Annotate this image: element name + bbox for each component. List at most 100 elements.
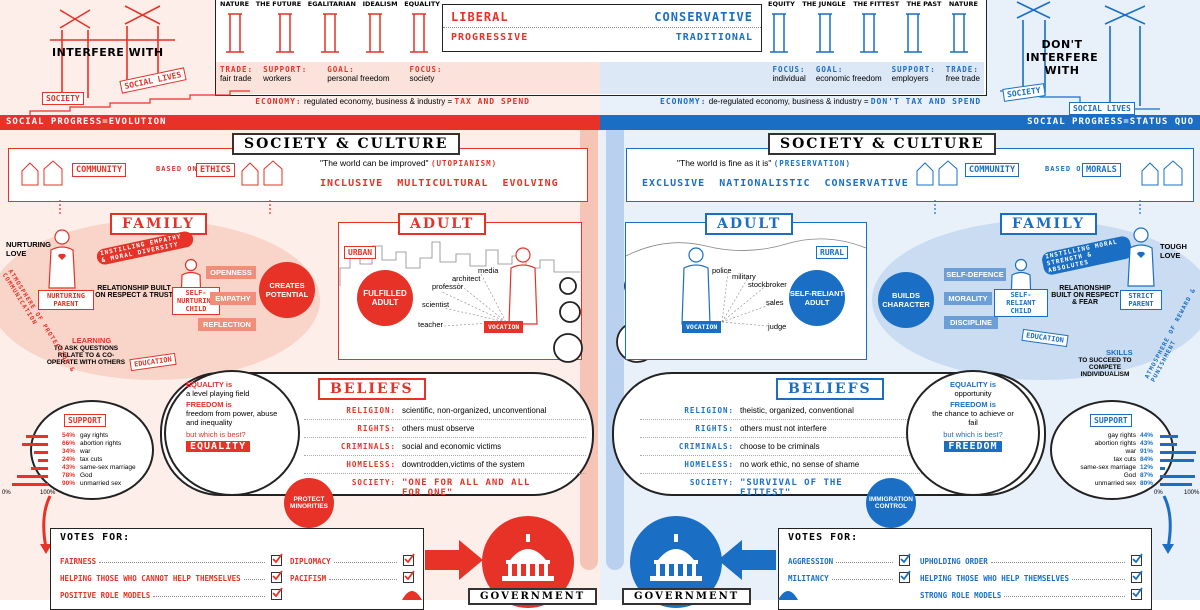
discipline-label: DISCIPLINE (949, 318, 993, 327)
vote-row: FAIRNESS (60, 549, 283, 566)
votes-right-col1: AGGRESSION MILITANCY (788, 549, 911, 583)
support-pct: 43% (62, 464, 76, 471)
support-label: gay rights (1107, 432, 1136, 439)
pillar-label: IDEALISM (362, 0, 398, 8)
spec-value: society (409, 74, 435, 83)
protect-minorities-label: PROTECT MINORITIES (290, 496, 328, 510)
spec-value: economic freedom (815, 74, 882, 83)
axis-min: 0% (2, 490, 11, 496)
right-culture-words: EXCLUSIVE NATIONALISTIC CONSERVATIVE (642, 178, 909, 189)
support-label: same-sex marriage (80, 464, 136, 471)
builds-character-label: BUILDS CHARACTER (882, 291, 930, 309)
pillar-label: THE JUNGLE (802, 0, 846, 8)
nurturing-love: NURTURING LOVE (6, 240, 51, 258)
left-specs: TRADE:fair trade SUPPORT:workers GOAL:pe… (220, 65, 600, 91)
economy-right: ECONOMY: de-regulated economy, business … (660, 97, 1020, 106)
check-icon (272, 570, 283, 581)
spec-support: SUPPORT:workers (263, 65, 307, 91)
quote-text: "The world can be improved" (320, 158, 429, 168)
support-bar (1160, 451, 1196, 454)
urban-chip: URBAN (344, 246, 377, 259)
vote-row: POSITIVE ROLE MODELS (60, 583, 283, 600)
support-row: 91%war (1040, 448, 1200, 456)
equality-bubble-left (164, 370, 300, 496)
society-right-title: SOCIETY & CULTURE (768, 133, 997, 155)
vote-row: PACIFISM (290, 566, 415, 583)
check-icon (272, 553, 283, 564)
self-reliant-child-chip: SELF-RELIANT CHILD (994, 289, 1048, 317)
support-label: unmarried sex (80, 480, 122, 487)
support-row: 78%God (0, 472, 160, 480)
support-label: tax cuts (1113, 456, 1136, 463)
right-houses-icon (916, 160, 958, 186)
job-police: police (712, 266, 732, 275)
spec-trade: TRADE:free trade (946, 65, 980, 91)
reflection-label: REFLECTION (203, 320, 251, 329)
belief-value: choose to be criminals (740, 442, 820, 451)
axis-max: 100% (1184, 490, 1200, 496)
belief-row: RELIGION:scientific, non-organized, unco… (304, 402, 586, 420)
support-bar (1160, 459, 1194, 462)
checkbox-checked[interactable] (403, 553, 415, 566)
vote-row: STRONG ROLE MODELS (920, 583, 1143, 600)
freedom-def: freedom from power, abuse and inequality (186, 409, 278, 427)
support-pct: 24% (62, 456, 76, 463)
checkbox-checked[interactable] (1131, 570, 1143, 583)
support-bar (12, 483, 48, 486)
belief-key: HOMELESS: (684, 460, 734, 469)
votes-left-col2: DIPLOMACY PACIFISM (290, 549, 415, 583)
equality-def: a level playing field (186, 389, 250, 398)
support-bar (1160, 443, 1177, 446)
which-best: but which is best? (186, 430, 246, 439)
checkbox-checked[interactable] (271, 570, 283, 583)
equality-title: EQUALITY is (949, 380, 997, 389)
checkbox-checked[interactable] (271, 587, 283, 600)
right-government-arrow (718, 540, 776, 580)
left-jobs-rays (441, 271, 507, 327)
support-label: war (1125, 448, 1136, 455)
checkbox-checked[interactable] (899, 570, 911, 583)
belief-society-value: "ONE FOR ALL AND ALL FOR ONE" (402, 478, 531, 498)
support-label: God (1123, 472, 1136, 479)
support-label: abortion rights (80, 440, 122, 447)
pillar-label: EQUITY (768, 0, 795, 8)
support-row: 54%gay rights (0, 432, 160, 440)
support-label: war (80, 448, 91, 455)
economy-key: ECONOMY: (255, 97, 302, 106)
vote-row: MILITANCY (788, 566, 911, 583)
vote-label: FAIRNESS (60, 557, 97, 566)
spec-key: TRADE: (220, 65, 254, 74)
checkbox-checked[interactable] (271, 553, 283, 566)
support-pct: 44% (1140, 432, 1154, 439)
interfere-sign: INTERFERE WITH SOCIETY SOCIAL LIVES (20, 0, 200, 112)
support-row: 43% same-sex marriage (0, 464, 160, 472)
support-pct: 12% (1140, 464, 1154, 471)
adult-right-figure (681, 247, 711, 325)
beliefs-right-title: BELIEFS (776, 378, 884, 400)
quote-tag: (UTOPIANISM) (430, 159, 498, 168)
which-best: but which is best? (943, 430, 1003, 439)
right-specs: FOCUS:individual GOAL:economic freedom S… (740, 65, 980, 91)
support-bar (1160, 483, 1192, 486)
pillar-label: THE FITTEST (853, 0, 900, 8)
morals-chip: MORALS (1082, 163, 1121, 177)
right-curve-arrow (1162, 495, 1174, 554)
support-pct: 34% (62, 448, 76, 455)
freedom-title: FREEDOM is (950, 400, 996, 409)
votes-left-col1: FAIRNESS HELPING THOSE WHO CANNOT HELP T… (60, 549, 283, 600)
checkbox-checked[interactable] (899, 553, 911, 566)
spec-value: fair trade (220, 74, 252, 83)
checkbox-checked[interactable] (1131, 587, 1143, 600)
job-architect: architect (452, 274, 481, 283)
support-pct: 54% (62, 432, 76, 439)
checkbox-checked[interactable] (1131, 553, 1143, 566)
family-right-title: FAMILY (1000, 213, 1097, 235)
economy-key: ECONOMY: (660, 97, 707, 106)
checkbox-checked[interactable] (403, 570, 415, 583)
spec-key: GOAL: (815, 65, 844, 74)
nurturing-parent-chip: NURTURING PARENT (38, 290, 94, 310)
ethics-chip: ETHICS (196, 163, 235, 177)
vote-dots (153, 596, 265, 597)
support-label: God (80, 472, 93, 479)
